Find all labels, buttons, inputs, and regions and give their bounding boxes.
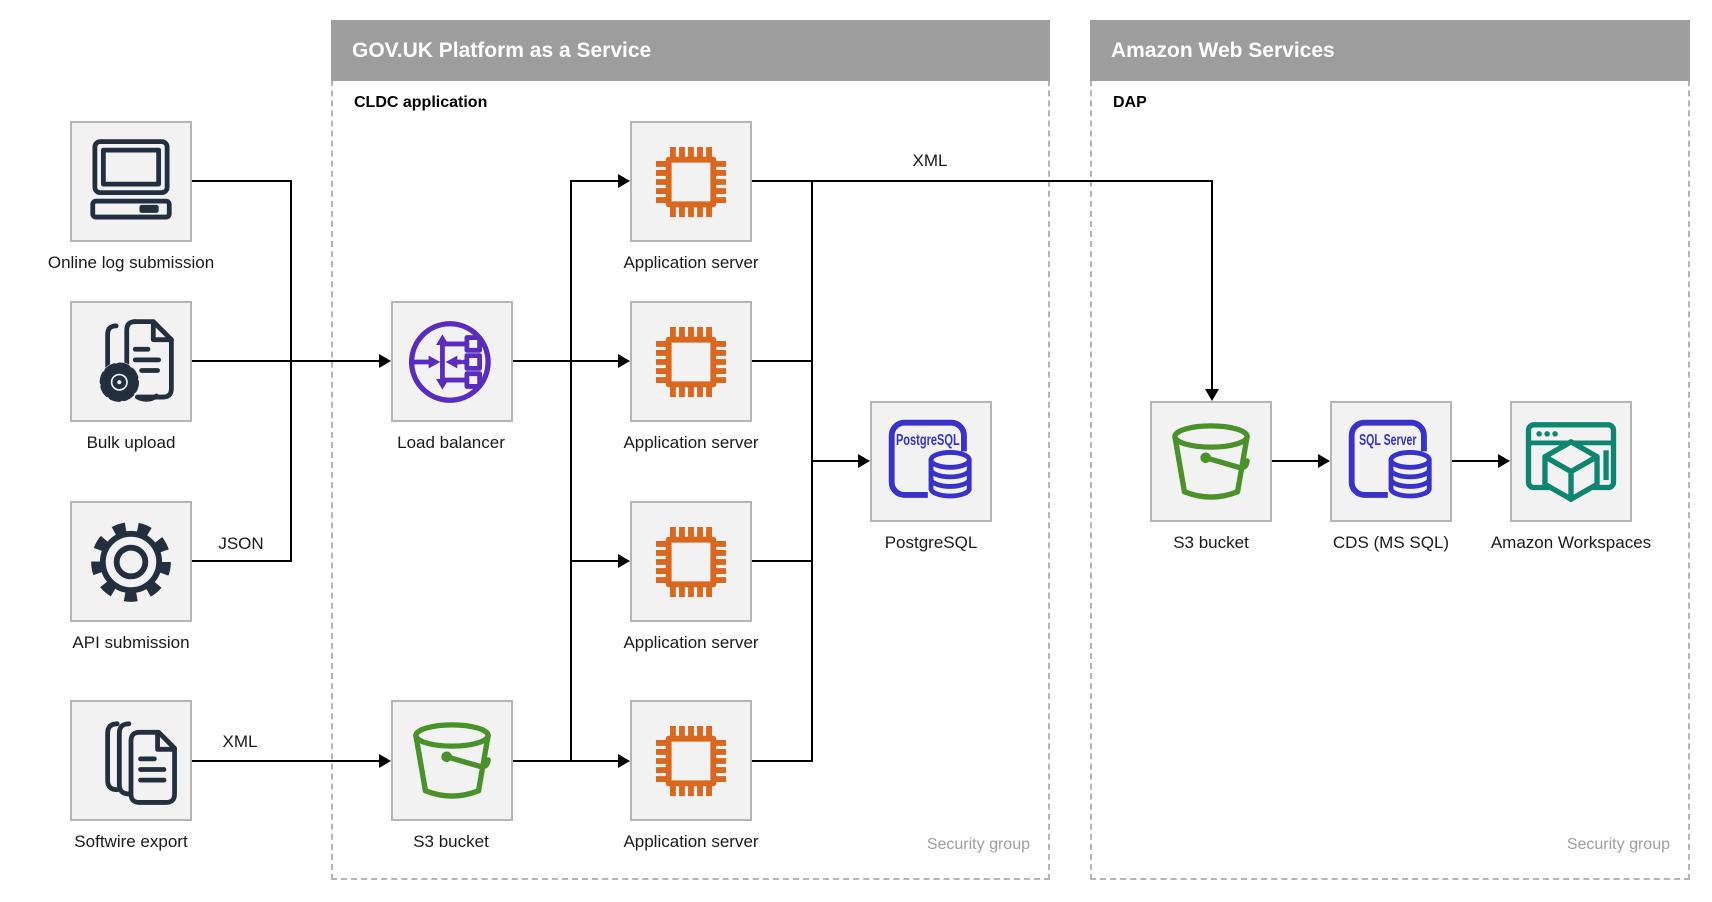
node-api-submission <box>70 501 192 622</box>
connector-xml-down-to-s3 <box>1211 180 1213 391</box>
desktop-computer-icon <box>90 138 172 219</box>
connector-softwire-to-s3 <box>192 760 380 762</box>
connector-s3-to-app-server-4 <box>513 760 619 762</box>
arrowhead <box>618 354 630 368</box>
arrowhead <box>618 754 630 768</box>
connector-fanout-vertical <box>570 180 572 762</box>
node-label-app-server-3: Application server <box>623 633 759 652</box>
node-label-load-balancer: Load balancer <box>397 433 505 452</box>
connector-to-app-server-3 <box>572 560 619 562</box>
arrowhead <box>858 454 870 468</box>
edge-label-xml-feed: XML <box>912 151 948 170</box>
load-balancer-icon <box>408 320 491 403</box>
bucket-icon <box>1172 422 1250 500</box>
connector-s3-to-cds <box>1272 460 1319 462</box>
bucket-icon <box>413 721 491 799</box>
sql-server-database-icon: SQL Server <box>1348 419 1437 500</box>
connector-sources-junction <box>290 180 292 562</box>
node-bulk-upload <box>70 301 192 422</box>
connector-to-app-server-2 <box>572 360 619 362</box>
arrowhead <box>1205 389 1219 401</box>
node-online-log-submission <box>70 121 192 242</box>
node-app-server-2 <box>630 301 752 422</box>
connector-to-app-server-1 <box>572 180 619 182</box>
node-label-cds-ms-sql: CDS (MS SQL) <box>1332 533 1450 552</box>
cldc-application-label: CLDC application <box>354 94 488 111</box>
edge-label-xml-export: XML <box>222 732 258 751</box>
document-gear-icon <box>99 318 174 402</box>
aws-header: Amazon Web Services <box>1090 20 1690 81</box>
arrowhead <box>618 174 630 188</box>
connector-bulk-upload-to-load-balancer <box>192 360 380 362</box>
gov-uk-paas-container: GOV.UK Platform as a Service CLDC applic… <box>331 20 1050 880</box>
node-label-s3-bucket-aws: S3 bucket <box>1173 533 1249 552</box>
aws-container: Amazon Web Services DAP Security group <box>1090 20 1690 880</box>
connector-online-log-out <box>192 180 292 182</box>
node-label-postgresql: PostgreSQL <box>884 533 978 552</box>
dap-label: DAP <box>1113 94 1147 111</box>
connector-app1-to-aws-xml <box>752 180 1212 182</box>
node-load-balancer <box>391 301 513 422</box>
aws-title: Amazon Web Services <box>1111 38 1335 62</box>
connector-cds-to-workspaces <box>1452 460 1499 462</box>
gear-icon <box>91 521 171 602</box>
connector-load-balancer-out <box>511 360 572 362</box>
edge-label-json: JSON <box>218 534 264 553</box>
node-label-s3-bucket-paas: S3 bucket <box>413 832 489 851</box>
connector-api-submission-out <box>192 560 292 562</box>
postgresql-database-icon: PostgreSQL <box>888 419 977 500</box>
node-label-app-server-1: Application server <box>623 253 759 272</box>
arrowhead <box>379 354 391 368</box>
node-app-server-1 <box>630 121 752 242</box>
gov-uk-paas-header: GOV.UK Platform as a Service <box>331 20 1050 81</box>
arrowhead <box>379 754 391 768</box>
chip-icon <box>655 526 727 597</box>
arrowhead <box>618 554 630 568</box>
document-stack-icon <box>105 720 177 805</box>
gov-uk-paas-title: GOV.UK Platform as a Service <box>352 38 652 62</box>
node-amazon-workspaces <box>1510 401 1632 522</box>
node-app-server-3 <box>630 501 752 622</box>
node-label-app-server-4: Application server <box>623 832 759 851</box>
connector-app3-out <box>752 560 812 562</box>
connector-to-postgresql <box>813 460 859 462</box>
chip-icon <box>655 146 727 217</box>
node-app-server-4 <box>630 700 752 821</box>
node-label-api-submission: API submission <box>72 633 190 652</box>
node-cds-ms-sql: SQL Server <box>1330 401 1452 522</box>
arrowhead <box>1498 454 1510 468</box>
node-label-bulk-upload: Bulk upload <box>86 433 176 452</box>
node-softwire-export <box>70 700 192 821</box>
connector-app2-out <box>752 360 812 362</box>
connector-app4-out <box>752 760 812 762</box>
node-label-online-log-submission: Online log submission <box>47 253 215 272</box>
security-group-label-aws: Security group <box>1566 836 1670 853</box>
connector-collector-vertical <box>811 180 813 762</box>
node-postgresql: PostgreSQL <box>870 401 992 522</box>
sql-server-icon-text: SQL Server <box>1359 432 1416 449</box>
node-label-app-server-2: Application server <box>623 433 759 452</box>
chip-icon <box>655 326 727 397</box>
node-label-amazon-workspaces: Amazon Workspaces <box>1490 533 1652 552</box>
security-group-label-paas: Security group <box>926 836 1030 853</box>
arrowhead <box>1318 454 1330 468</box>
chip-icon <box>655 725 727 796</box>
workspaces-icon <box>1525 421 1617 502</box>
node-s3-bucket-paas <box>391 700 513 821</box>
postgresql-icon-text: PostgreSQL <box>896 432 960 449</box>
node-s3-bucket-aws <box>1150 401 1272 522</box>
node-label-softwire-export: Softwire export <box>74 832 188 851</box>
